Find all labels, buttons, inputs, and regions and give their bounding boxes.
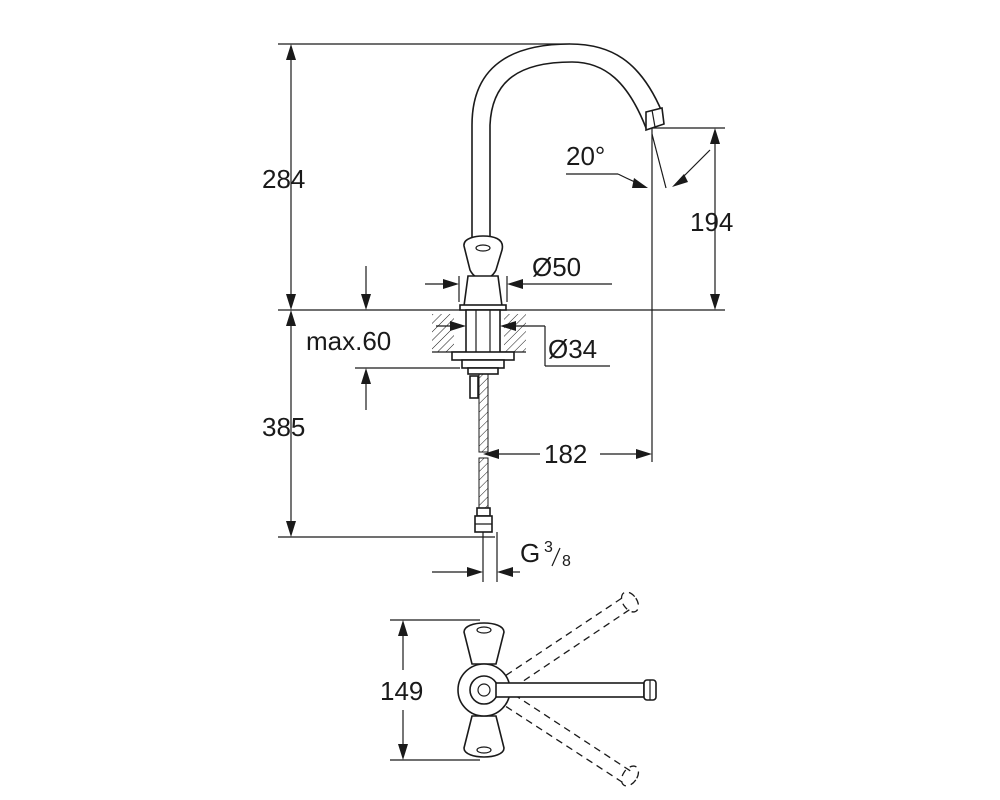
dimension-max-thickness: max.60 (306, 266, 460, 410)
dimension-194: 194 (690, 128, 733, 310)
dimension-284: 284 (262, 44, 305, 310)
label-385: 385 (262, 412, 305, 442)
dimension-body-diameter: Ø50 (425, 252, 612, 302)
label-284: 284 (262, 164, 305, 194)
dimension-connection-thread: G 3 8 (432, 538, 571, 577)
dimension-spout-reach: 182 (483, 439, 652, 469)
label-thread-denominator: 8 (562, 553, 571, 570)
dimension-angle: 20° (566, 133, 711, 189)
dimension-385: 385 (262, 310, 305, 537)
label-angle: 20° (566, 141, 605, 171)
spout-rotated-down (495, 687, 640, 787)
label-shank-diameter: Ø34 (548, 334, 597, 364)
dimension-plan-width: 149 (380, 619, 480, 761)
spout-rotated-up (495, 591, 640, 695)
reference-lines (278, 43, 725, 538)
tap-side-view (451, 43, 665, 582)
label-spout-reach: 182 (544, 439, 587, 469)
label-max-thickness: max.60 (306, 326, 391, 356)
label-thread-g: G (520, 538, 540, 568)
label-194: 194 (690, 207, 733, 237)
label-body-diameter: Ø50 (532, 252, 581, 282)
tap-plan-view (457, 591, 657, 787)
dimension-shank-diameter: Ø34 (436, 321, 610, 367)
label-plan-width: 149 (380, 676, 423, 706)
label-thread-numerator: 3 (544, 539, 553, 556)
